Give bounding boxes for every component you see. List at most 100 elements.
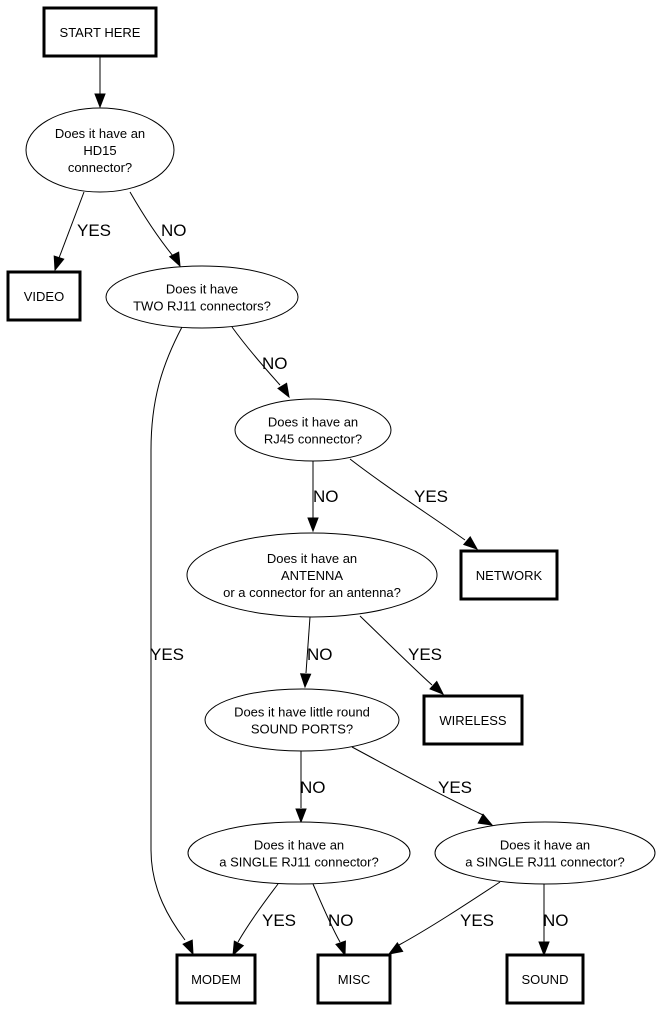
node-text-line: Does it have an <box>254 838 344 853</box>
edge-line <box>312 883 341 943</box>
arrowhead-icon <box>477 813 494 826</box>
node-text-line: SOUND <box>522 972 569 987</box>
edge-line <box>398 881 501 946</box>
outcome-box <box>175 953 257 1005</box>
node-text-line: a SINGLE RJ11 connector? <box>465 855 624 870</box>
node-text-line: a SINGLE RJ11 connector? <box>219 855 378 870</box>
edge-line <box>129 191 174 257</box>
edge-line <box>349 458 466 541</box>
arrowhead-icon <box>538 941 550 957</box>
edge-label: YES <box>438 778 472 797</box>
arrowhead-icon <box>335 940 346 957</box>
node-network: NETWORK <box>459 549 559 601</box>
node-text-line: Does it have an <box>268 415 358 430</box>
outcome-box <box>459 549 559 601</box>
arrowhead-icon <box>53 255 65 272</box>
node-q-single-rj11-b: Does it have an a SINGLE RJ11 connector? <box>434 821 656 885</box>
edge-line <box>58 191 85 259</box>
node-text-line: Does it have an <box>500 838 590 853</box>
arrowhead-icon <box>94 93 106 109</box>
edge-label: NO <box>262 354 288 373</box>
edge-line <box>150 326 186 941</box>
edge-q_rj45-to-network: YES <box>349 458 479 550</box>
node-text-line: or a connector for an antenna? <box>223 585 401 600</box>
node-text-line: NETWORK <box>476 568 543 583</box>
edge-label: NO <box>300 778 326 797</box>
node-q-hd15: Does it have an HD15 connector? <box>25 107 175 193</box>
arrowhead-icon <box>387 941 404 955</box>
edge-label: NO <box>313 487 339 506</box>
node-sound: SOUND <box>505 953 585 1005</box>
node-text-line: Does it have an <box>267 551 357 566</box>
edge-q_sound_ports-to-q_single_rj11_b: YES <box>351 746 494 826</box>
edge-label: YES <box>414 487 448 506</box>
edge-label: NO <box>161 221 187 240</box>
node-text-line: ANTENNA <box>281 568 343 583</box>
edge-q_single_rj11_b-to-misc: YES <box>387 881 501 955</box>
node-text-line: RJ45 connector? <box>264 432 362 447</box>
edge-label: NO <box>307 645 333 664</box>
edge-q_single_rj11_b-to-sound: NO <box>538 884 569 957</box>
node-text-line: MODEM <box>191 972 241 987</box>
decision-ellipse <box>434 821 656 885</box>
node-misc: MISC <box>316 953 392 1005</box>
outcome-box <box>6 270 82 322</box>
node-text-line: VIDEO <box>24 289 64 304</box>
outcome-box <box>316 953 392 1005</box>
decision-ellipse <box>204 688 400 752</box>
edge-q_single_rj11_a-to-modem: YES <box>232 883 296 957</box>
node-text-line: Does it have little round <box>234 705 370 720</box>
edge-line <box>305 616 311 674</box>
node-video: VIDEO <box>6 270 82 322</box>
node-modem: MODEM <box>175 953 257 1005</box>
decision-ellipse <box>186 532 438 618</box>
arrowhead-icon <box>429 680 445 695</box>
edge-line <box>237 883 279 943</box>
arrowhead-icon <box>168 251 181 268</box>
edge-label: YES <box>77 221 111 240</box>
arrowhead-icon <box>462 535 479 550</box>
arrowhead-icon <box>307 517 319 533</box>
arrowhead-icon <box>182 939 194 956</box>
outcome-box <box>422 694 524 746</box>
node-q-rj45: Does it have an RJ45 connector? <box>234 398 392 462</box>
edge-q_two_rj11-to-modem: YES <box>150 326 194 956</box>
node-text-line: Does it have <box>166 282 238 297</box>
node-text-line: Does it have an <box>55 126 145 141</box>
decision-ellipse <box>105 265 299 329</box>
outcome-box <box>505 953 585 1005</box>
edge-q_sound_ports-to-q_single_rj11_a: NO <box>295 751 326 824</box>
edge-line <box>351 746 484 816</box>
arrowhead-icon <box>299 673 312 689</box>
edge-line <box>231 326 281 386</box>
edge-q_antenna-to-q_sound_ports: NO <box>299 616 333 689</box>
edge-label: YES <box>460 911 494 930</box>
edge-label: YES <box>150 645 184 664</box>
node-text-line: connector? <box>68 160 132 175</box>
edge-line <box>359 615 433 686</box>
edge-q_hd15-to-q_two_rj11: NO <box>129 191 187 268</box>
node-text-line: START HERE <box>60 25 141 40</box>
decision-ellipse <box>187 821 411 885</box>
node-text-line: HD15 <box>83 143 116 158</box>
edge-start-to-q_hd15 <box>94 57 106 109</box>
node-start: START HERE <box>42 6 158 58</box>
node-text-line: SOUND PORTS? <box>251 722 353 737</box>
decision-ellipse <box>25 107 175 193</box>
decision-ellipse <box>234 398 392 462</box>
edge-label: YES <box>408 645 442 664</box>
node-text-line: MISC <box>338 972 371 987</box>
edge-q_antenna-to-wireless: YES <box>359 615 445 695</box>
outcome-box <box>42 6 158 58</box>
edge-label: NO <box>543 911 569 930</box>
node-text-line: TWO RJ11 connectors? <box>133 299 271 314</box>
arrowhead-icon <box>295 808 307 824</box>
edge-q_hd15-to-video: YES <box>53 191 111 272</box>
node-q-antenna: Does it have an ANTENNA or a connector for… <box>186 532 438 618</box>
node-wireless: WIRELESS <box>422 694 524 746</box>
arrowhead-icon <box>277 382 290 399</box>
edge-label: NO <box>328 911 354 930</box>
